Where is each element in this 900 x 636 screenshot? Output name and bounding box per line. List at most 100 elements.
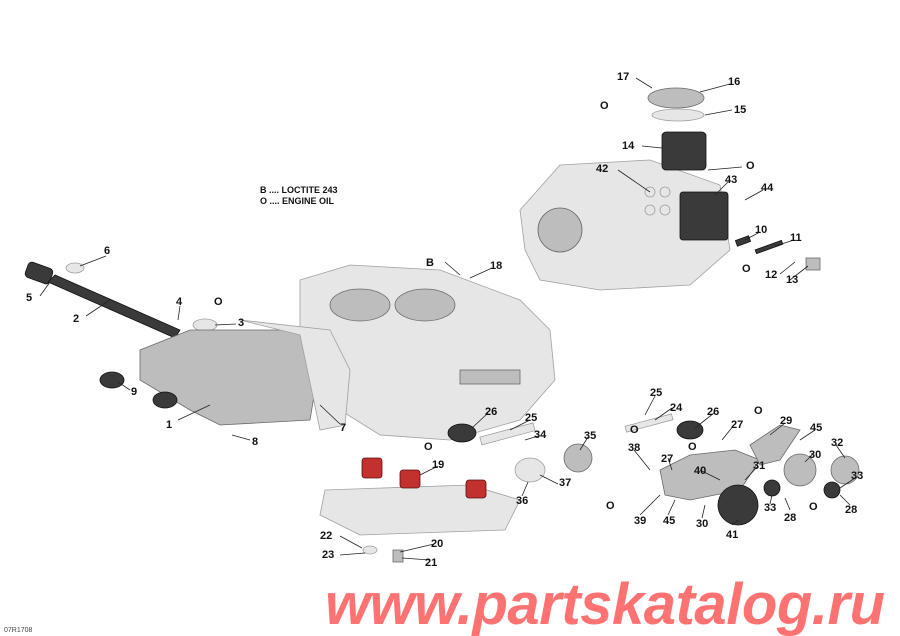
grommet-9b [152, 391, 178, 409]
drawing-code: 07R1708 [4, 627, 33, 634]
callout: O [606, 500, 615, 512]
callout: 7 [340, 422, 346, 434]
oil-cooler [679, 191, 729, 241]
gear-41 [717, 484, 759, 526]
dipstick [24, 261, 181, 339]
callout: 5 [26, 292, 32, 304]
washer-22 [362, 545, 378, 555]
callout: O [809, 501, 818, 513]
callout: 20 [431, 538, 443, 550]
callout: O [746, 160, 755, 172]
callout: 40 [694, 465, 706, 477]
watermark: www.partskatalog.ru [325, 572, 885, 636]
callout: 36 [516, 495, 528, 507]
pump-26b [676, 420, 704, 440]
filter-cover [647, 87, 705, 109]
crankcase-cover [519, 159, 731, 291]
engine-block [299, 264, 556, 441]
callout: 8 [252, 436, 258, 448]
callout: 18 [490, 260, 502, 272]
plug-21 [392, 549, 404, 563]
callout: 39 [634, 515, 646, 527]
o-ring-36 [514, 457, 546, 483]
callout: O [600, 100, 609, 112]
callout: 22 [320, 530, 332, 542]
callout: 6 [104, 245, 110, 257]
callout: 31 [753, 460, 765, 472]
callout: 45 [663, 515, 675, 527]
callout: 17 [617, 71, 629, 83]
callout: 21 [425, 557, 437, 569]
callout: 25 [525, 412, 537, 424]
callouts: 17 16 O 15 14 O 42 43 44 10 11 O 12 13 B… [26, 71, 863, 569]
pump-29 [749, 424, 801, 466]
bearing-plate [319, 484, 521, 536]
shaft-24 [624, 413, 674, 433]
callout: 38 [628, 442, 640, 454]
callout: O [630, 424, 639, 436]
callout: 15 [734, 104, 746, 116]
callout: 4 [176, 296, 183, 308]
callout: 44 [761, 182, 774, 194]
part-10 [734, 235, 752, 247]
bearing-33b [823, 481, 841, 499]
shaft-34 [479, 422, 536, 446]
o-ring-3 [192, 318, 218, 332]
callout: O [688, 441, 697, 453]
pump-26 [447, 423, 477, 443]
callout: 33 [764, 502, 776, 514]
callout: 29 [780, 415, 792, 427]
callout: 37 [559, 477, 571, 489]
callout: 28 [845, 504, 857, 516]
callout: 11 [790, 232, 802, 244]
leader-lines [39, 77, 856, 561]
callout: 27 [731, 419, 743, 431]
legend: B .... LOCTITE 243 O .... ENGINE OIL [260, 185, 338, 206]
callout: 42 [596, 163, 608, 175]
callout: 12 [765, 269, 777, 281]
callout: 10 [755, 224, 767, 236]
callout: 9 [131, 386, 137, 398]
callout: 26 [707, 406, 719, 418]
gear-30 [783, 453, 817, 487]
callout: 24 [670, 402, 683, 414]
callout: 26 [485, 406, 497, 418]
callout: O [742, 263, 751, 275]
plug-13 [805, 257, 821, 271]
callout: 3 [238, 317, 244, 329]
oil-pan [139, 319, 351, 431]
callout: 32 [831, 437, 843, 449]
oil-filter [661, 131, 707, 171]
callout: 25 [650, 387, 662, 399]
o-ring [651, 108, 705, 122]
gear-35 [563, 443, 593, 473]
gear-32 [830, 455, 860, 485]
callout: 16 [728, 76, 740, 88]
callout: 43 [725, 174, 737, 186]
grommet-9 [99, 371, 125, 389]
callout: 2 [73, 313, 79, 325]
callout: O [754, 405, 763, 417]
callout: 33 [851, 470, 863, 482]
callout: O [424, 441, 433, 453]
callout: 1 [166, 419, 172, 431]
callout: 35 [584, 430, 596, 442]
callout: 23 [322, 549, 334, 561]
callout: 41 [726, 529, 738, 541]
callout: O [214, 296, 223, 308]
bearing-33 [763, 479, 781, 497]
callout: 27 [661, 453, 673, 465]
legend-loctite: B .... LOCTITE 243 [260, 185, 338, 195]
legend-engine-oil: O .... ENGINE OIL [260, 196, 335, 206]
callout: 34 [534, 429, 547, 441]
seals-19 [361, 457, 487, 499]
callout: 45 [810, 422, 822, 434]
spring-11 [754, 239, 784, 255]
callout: 30 [696, 518, 708, 530]
callout: 30 [809, 449, 821, 461]
callout: 14 [622, 140, 635, 152]
callout: B [426, 257, 434, 269]
callout: 19 [432, 459, 444, 471]
